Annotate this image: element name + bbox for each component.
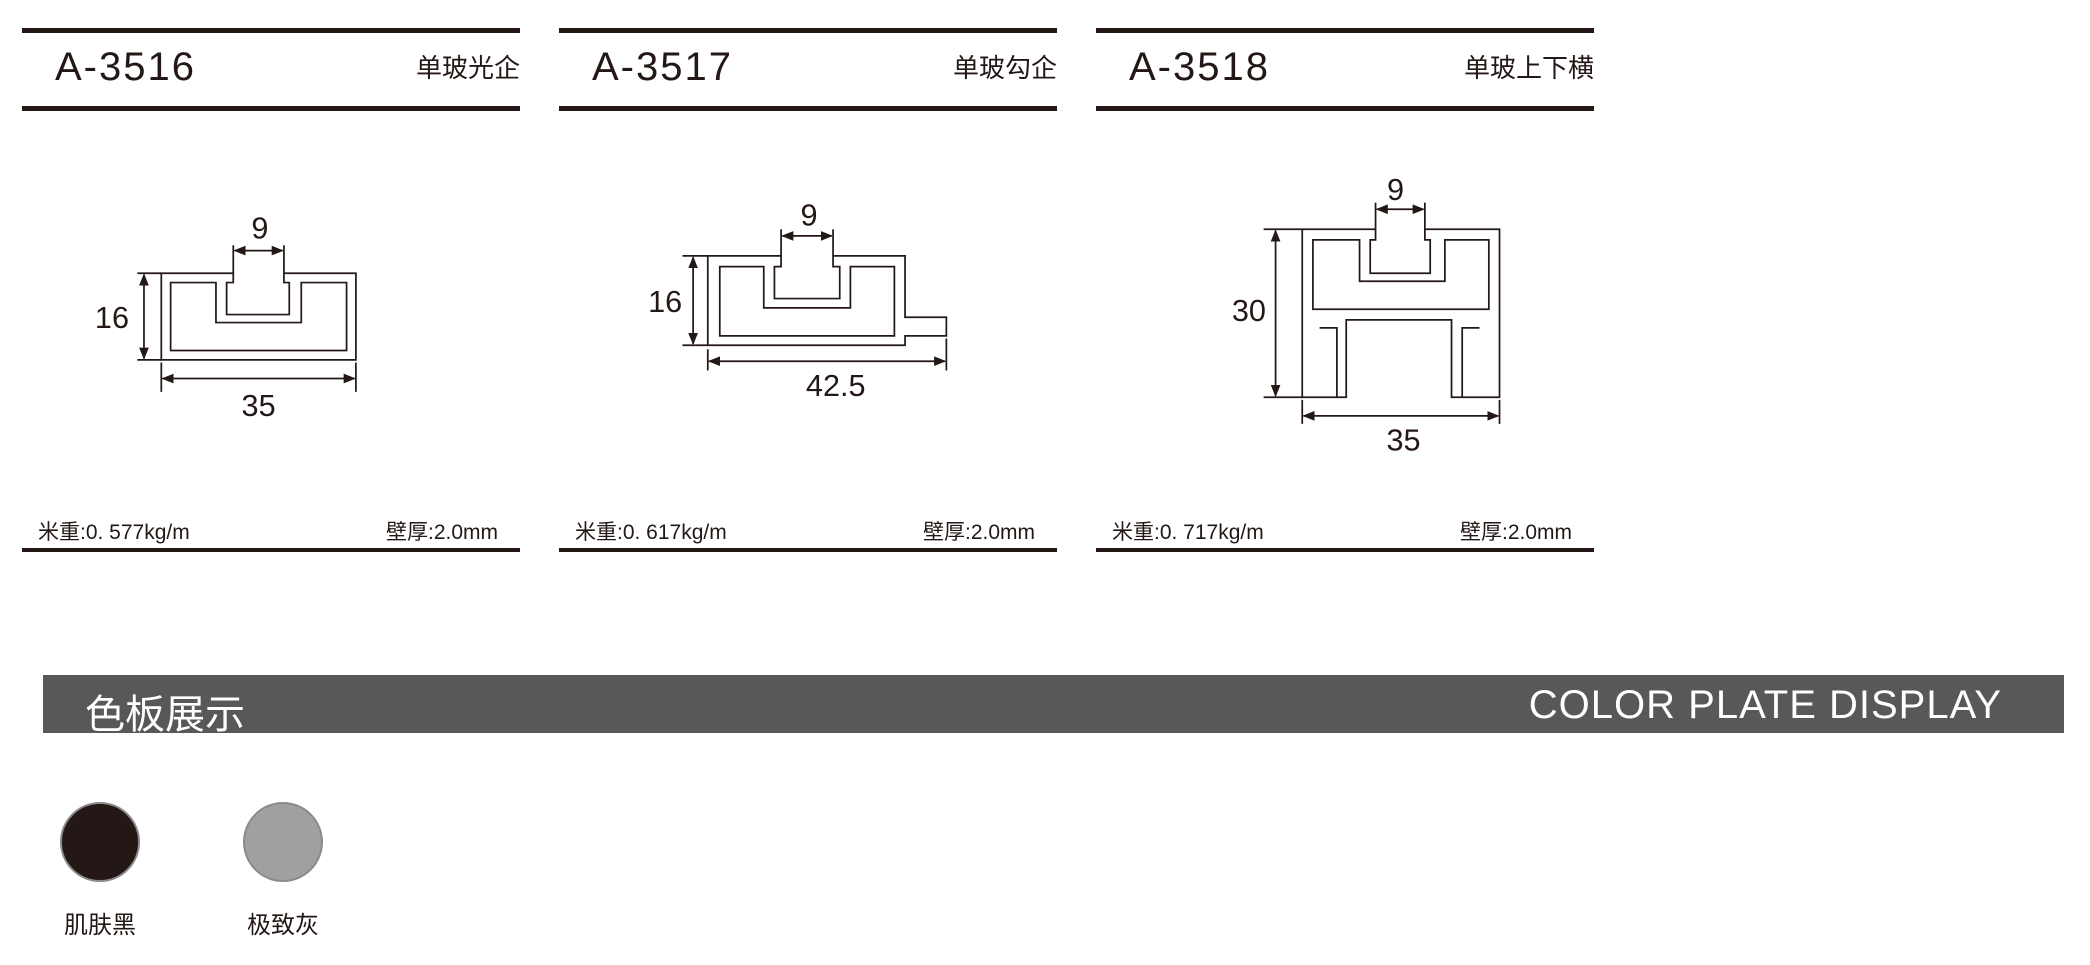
profile-card-a3518: A-3518 单玻上下横 米重:0. 717kg/m 壁厚:2.0mm	[1096, 28, 1594, 556]
profile-code: A-3516	[55, 45, 196, 89]
top-rule	[1096, 28, 1594, 33]
profile-type: 单玻上下横	[1463, 54, 1594, 84]
profile-code: A-3517	[592, 45, 733, 89]
top-rule	[22, 28, 520, 33]
color-plate-banner: 色板展示 COLOR PLATE DISPLAY	[43, 675, 2064, 738]
profile-section-a3517	[682, 229, 948, 371]
profile-card-a3517: A-3517 单玻勾企 米重:0. 617kg/m 壁厚:2.0mm	[559, 28, 1057, 556]
dimension-slot: 9	[1387, 173, 1404, 207]
profile-wall-thickness: 壁厚:2.0mm	[385, 521, 498, 544]
profile-section-a3518	[1263, 202, 1501, 424]
bottom-rule	[1096, 548, 1594, 552]
swatch-label: 极致灰	[247, 911, 319, 939]
profile-weight: 米重:0. 577kg/m	[38, 521, 190, 544]
swatch-ultimate-gray	[243, 802, 323, 882]
header-rule	[1096, 106, 1594, 111]
bottom-rule	[559, 548, 1057, 552]
top-rule	[559, 28, 1057, 33]
bottom-rule	[22, 548, 520, 552]
dimension-height: 16	[95, 301, 129, 335]
banner-title-cn: 色板展示	[85, 692, 245, 738]
swatch-label: 肌肤黑	[64, 911, 136, 939]
header-rule	[22, 106, 520, 111]
profile-weight: 米重:0. 717kg/m	[1112, 521, 1264, 544]
dimension-width: 42.5	[806, 369, 866, 403]
profile-type: 单玻勾企	[952, 54, 1057, 84]
profile-type: 单玻光企	[415, 54, 520, 84]
dimension-slot: 9	[251, 212, 268, 246]
profile-code: A-3518	[1129, 45, 1270, 89]
profile-wall-thickness: 壁厚:2.0mm	[922, 521, 1035, 544]
dimension-height: 30	[1232, 294, 1266, 328]
dimension-width: 35	[242, 389, 276, 423]
dimension-height: 16	[648, 285, 682, 319]
dimension-width: 35	[1386, 424, 1420, 458]
profile-card-a3516: A-3516 单玻光企 米重:0. 577kg/m 壁厚:2.0mm	[22, 28, 520, 556]
banner-title-en: COLOR PLATE DISPLAY	[1528, 683, 2002, 727]
header-rule	[559, 106, 1057, 111]
profile-weight: 米重:0. 617kg/m	[575, 521, 727, 544]
profile-section-a3516	[137, 245, 357, 392]
profile-wall-thickness: 壁厚:2.0mm	[1459, 521, 1572, 544]
swatch-skin-black	[60, 802, 140, 882]
dimension-slot: 9	[801, 198, 818, 232]
